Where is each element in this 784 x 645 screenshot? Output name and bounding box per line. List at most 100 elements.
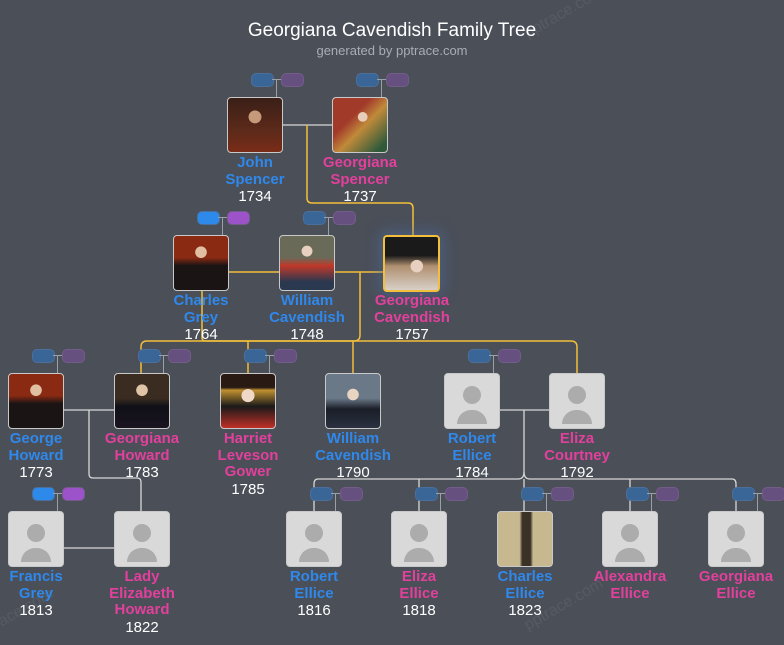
show-mother-button[interactable]: [62, 487, 85, 501]
person-name[interactable]: John Spencer: [225, 154, 285, 188]
person-name[interactable]: Georgiana Cavendish: [374, 292, 450, 326]
person-name[interactable]: Alexandra Ellice: [593, 568, 667, 602]
connector: [381, 79, 382, 97]
person-photo[interactable]: [602, 511, 658, 567]
show-father-button[interactable]: [32, 349, 55, 363]
birth-year: 1813: [19, 602, 53, 619]
show-mother-button[interactable]: [445, 487, 468, 501]
person-name[interactable]: Robert Ellice: [447, 430, 497, 464]
person-placeholder-icon: [27, 524, 45, 542]
birth-year: 1734: [238, 188, 272, 205]
show-father-button[interactable]: [138, 349, 161, 363]
birth-year: 1823: [508, 602, 542, 619]
connector: [276, 79, 277, 97]
connector: [335, 493, 336, 511]
show-father-button[interactable]: [468, 349, 491, 363]
person-placeholder-icon: [305, 524, 323, 542]
person-name[interactable]: Francis Grey: [9, 568, 63, 602]
person-portrait[interactable]: [279, 235, 335, 291]
show-mother-button[interactable]: [333, 211, 356, 225]
child-line: [88, 410, 142, 511]
person-name[interactable]: Georgiana Spencer: [322, 154, 398, 188]
person-portrait[interactable]: [227, 97, 283, 153]
person-placeholder-icon: [299, 548, 329, 562]
person-portrait[interactable]: [114, 373, 170, 429]
show-father-button[interactable]: [251, 73, 274, 87]
birth-year: 1792: [560, 464, 594, 481]
show-mother-button[interactable]: [274, 349, 297, 363]
person-portrait[interactable]: [383, 235, 440, 292]
show-father-button[interactable]: [415, 487, 438, 501]
person-portrait[interactable]: [8, 373, 64, 429]
person-name[interactable]: William Cavendish: [269, 292, 345, 326]
person-placeholder-icon: [615, 548, 645, 562]
connector: [440, 493, 441, 511]
person-name[interactable]: William Cavendish: [315, 430, 391, 464]
birth-year: 1764: [184, 326, 218, 343]
person-portrait[interactable]: [497, 511, 553, 567]
show-mother-button[interactable]: [762, 487, 784, 501]
person-name[interactable]: Charles Grey: [173, 292, 229, 326]
show-father-button[interactable]: [197, 211, 220, 225]
person-placeholder-icon: [463, 386, 481, 404]
show-father-button[interactable]: [244, 349, 267, 363]
person-name[interactable]: Robert Ellice: [289, 568, 339, 602]
show-mother-button[interactable]: [498, 349, 521, 363]
person-photo[interactable]: [391, 511, 447, 567]
person-placeholder-icon: [621, 524, 639, 542]
person-placeholder-icon: [21, 548, 51, 562]
descent-line: [201, 272, 578, 373]
show-father-button[interactable]: [521, 487, 544, 501]
birth-year: 1784: [455, 464, 489, 481]
person-photo[interactable]: [708, 511, 764, 567]
person-placeholder-icon: [568, 386, 586, 404]
person-photo[interactable]: [549, 373, 605, 429]
person-name[interactable]: Georgiana Ellice: [698, 568, 774, 602]
person-photo[interactable]: [286, 511, 342, 567]
show-mother-button[interactable]: [656, 487, 679, 501]
show-mother-button[interactable]: [551, 487, 574, 501]
person-name[interactable]: Charles Ellice: [497, 568, 553, 602]
person-placeholder-icon: [457, 410, 487, 424]
person-placeholder-icon: [562, 410, 592, 424]
show-father-button[interactable]: [356, 73, 379, 87]
person-portrait[interactable]: [220, 373, 276, 429]
connector: [57, 493, 58, 511]
birth-year: 1737: [343, 188, 377, 205]
person-name[interactable]: Georgiana Howard: [104, 430, 180, 464]
person-name[interactable]: Harriet Leveson Gower: [217, 430, 279, 480]
show-mother-button[interactable]: [168, 349, 191, 363]
person-portrait[interactable]: [325, 373, 381, 429]
person-name[interactable]: Eliza Ellice: [399, 568, 439, 602]
page-title: Georgiana Cavendish Family Tree: [247, 20, 537, 41]
show-father-button[interactable]: [303, 211, 326, 225]
show-mother-button[interactable]: [62, 349, 85, 363]
show-father-button[interactable]: [732, 487, 755, 501]
connector: [57, 355, 58, 373]
person-placeholder-icon: [133, 524, 151, 542]
person-photo[interactable]: [114, 511, 170, 567]
show-mother-button[interactable]: [340, 487, 363, 501]
person-portrait[interactable]: [332, 97, 388, 153]
connector: [757, 493, 758, 511]
show-mother-button[interactable]: [386, 73, 409, 87]
child-line: [523, 471, 737, 511]
descent-line: [140, 272, 361, 373]
birth-year: 1785: [231, 480, 265, 498]
show-mother-button[interactable]: [227, 211, 250, 225]
person-placeholder-icon: [410, 524, 428, 542]
connector: [328, 217, 329, 235]
show-mother-button[interactable]: [281, 73, 304, 87]
show-father-button[interactable]: [626, 487, 649, 501]
show-father-button[interactable]: [310, 487, 333, 501]
person-photo[interactable]: [444, 373, 500, 429]
person-portrait[interactable]: [173, 235, 229, 291]
person-name[interactable]: Eliza Courtney: [544, 430, 610, 464]
show-father-button[interactable]: [32, 487, 55, 501]
person-name[interactable]: George Howard: [8, 430, 64, 464]
person-photo[interactable]: [8, 511, 64, 567]
birth-year: 1818: [402, 602, 436, 619]
person-name[interactable]: Lady Elizabeth Howard: [109, 568, 175, 618]
connector: [163, 355, 164, 373]
